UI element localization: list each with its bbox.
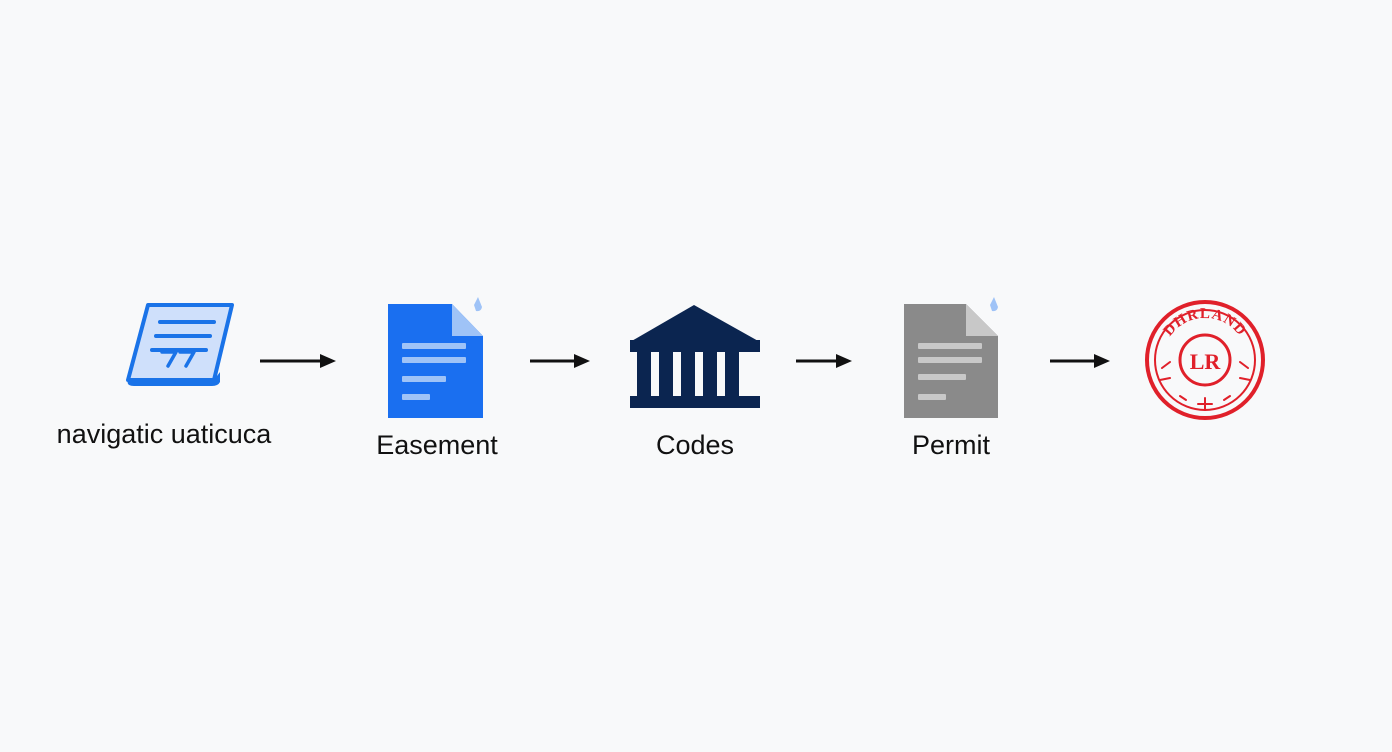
arrow-4 — [1050, 354, 1110, 368]
scroll-document-icon — [126, 303, 234, 386]
permit-document-icon — [904, 297, 998, 418]
easement-document-icon — [388, 297, 483, 418]
step-label-easement: Easement — [376, 430, 498, 460]
arrow-3 — [796, 354, 852, 368]
arrow-2 — [530, 354, 590, 368]
step-label-codes: Codes — [655, 430, 735, 460]
step-label-scroll: navigatic uaticuca — [56, 419, 272, 449]
courthouse-icon — [630, 305, 760, 408]
arrow-1 — [260, 354, 336, 368]
stamp-seal-icon: DHRLAND LR — [1145, 300, 1265, 420]
step-label-permit: Permit — [911, 430, 991, 460]
svg-text:LR: LR — [1190, 349, 1222, 374]
